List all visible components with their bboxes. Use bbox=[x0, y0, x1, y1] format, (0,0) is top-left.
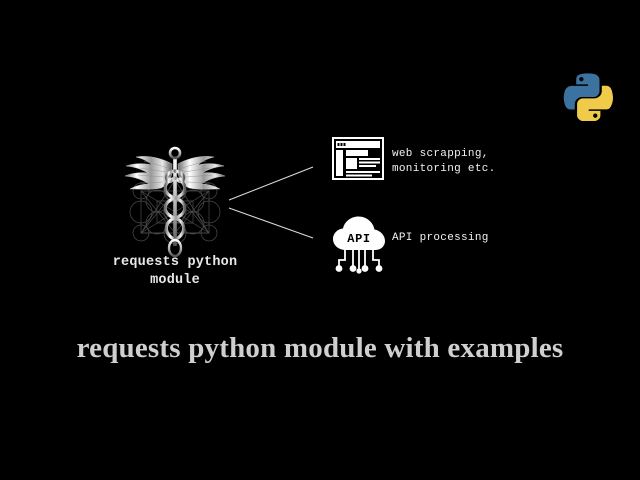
source-node-label: requests python module bbox=[112, 255, 238, 288]
caduceus-staff bbox=[173, 158, 177, 246]
circuit-nodes bbox=[335, 265, 383, 274]
caduceus-top-knob bbox=[168, 146, 182, 160]
caduceus-svg bbox=[124, 146, 226, 258]
page-title: requests python module with examples bbox=[76, 332, 564, 364]
caduceus-snakes bbox=[163, 169, 187, 240]
connector-line-top bbox=[228, 166, 314, 201]
circuit-lines bbox=[338, 249, 380, 269]
cloud-shape bbox=[333, 216, 385, 250]
caduceus-icon bbox=[122, 138, 228, 258]
api-cloud-icon: API bbox=[330, 214, 388, 274]
browser-window-icon bbox=[332, 137, 384, 180]
python-logo-svg bbox=[563, 73, 613, 123]
python-logo-icon bbox=[563, 71, 613, 123]
api-icon-label: API bbox=[347, 232, 370, 246]
caduceus-base bbox=[167, 238, 183, 258]
browser-caption: web scrapping, monitoring etc. bbox=[392, 148, 496, 175]
api-caption: API processing bbox=[392, 232, 489, 244]
caduceus-snake-heads bbox=[167, 177, 183, 181]
browser-window-svg bbox=[332, 137, 384, 180]
caduceus-wings bbox=[124, 156, 226, 190]
connector-line-bottom bbox=[228, 207, 314, 239]
api-cloud-svg: API bbox=[333, 216, 385, 274]
